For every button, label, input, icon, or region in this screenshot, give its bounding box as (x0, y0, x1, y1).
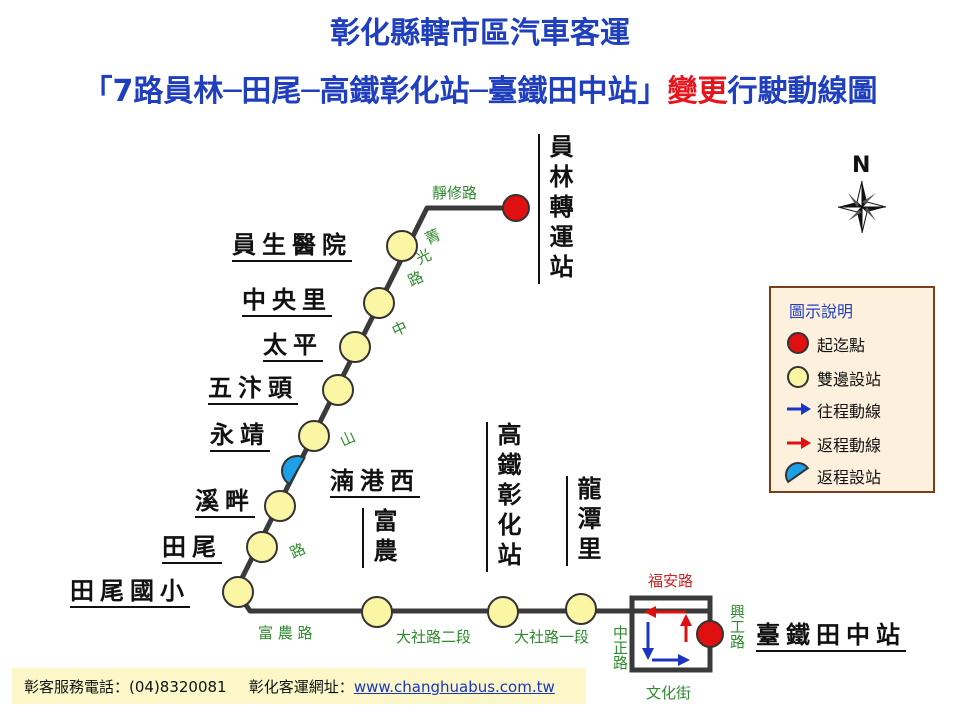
legend-item-return: 返程動線 (783, 430, 933, 458)
road-label-dashe-1: 大社路一段 (514, 628, 590, 646)
terminal-tianzhong-dot (696, 620, 724, 648)
red-arrow-icon (787, 437, 811, 449)
footer-info-bar: 彰客服務電話：(04)8320081 彰化客運網址：www.changhuabu… (12, 668, 586, 704)
yellow-dot-icon (787, 366, 809, 388)
compass-rose-icon (837, 180, 887, 234)
outbound-route-arrows (642, 622, 690, 666)
stop-dot-yuansheng-hospital (386, 230, 418, 262)
stop-label-liugang-west: 湳港西 (330, 466, 420, 498)
stop-dot-tianwei-elementary (222, 576, 254, 608)
route-line (233, 205, 710, 614)
stop-dot-funong (361, 596, 393, 628)
stop-dot-longtan-li (565, 593, 597, 625)
stop-label-yongjing: 永靖 (210, 420, 270, 452)
stop-label-longtan-li: 龍潭里 (566, 476, 602, 566)
title-line-1: 彰化縣轄市區汽車客運 (330, 16, 630, 51)
stop-label-taiping: 太平 (263, 330, 323, 362)
terminal-yuanlin-dot (502, 194, 530, 222)
legend-item-return-stop: 返程設站 (783, 462, 933, 490)
title-highlight: 變更 (667, 74, 728, 109)
stop-label-zhongyang-li: 中央里 (242, 285, 332, 317)
stop-dot-hsr-changhua (487, 596, 519, 628)
stop-dot-zhongyang-li (363, 287, 395, 319)
stop-dot-yongjing (298, 420, 330, 452)
blue-arrow-icon (787, 403, 811, 415)
title-line-2-suffix: 行駛動線圖 (727, 74, 878, 109)
stop-label-tianzhong-station: 臺鐵田中站 (756, 620, 906, 652)
legend-item-terminal: 起迄點 (783, 330, 933, 358)
red-dot-icon (787, 332, 809, 354)
title-line-2-prefix: 「7路員林─田尾─高鐵彰化站─臺鐵田中站」 (82, 74, 668, 109)
road-label-jingxiu: 靜修路 (432, 184, 478, 202)
stop-label-xipan: 溪畔 (195, 486, 255, 518)
stop-label-hsr-changhua: 高鐵彰化站 (486, 422, 522, 572)
map-legend: 圖示說明 起迄點 雙邊設站 往程動線 返程動線 返程設站 (769, 286, 935, 493)
road-label-funong: 富 農 路 (258, 624, 313, 642)
footer-site-label: 彰化客運網址： (248, 678, 354, 696)
stop-dot-tianwei (246, 531, 278, 563)
footer-phone: 彰客服務電話：(04)8320081 (24, 678, 227, 696)
stop-dot-taiping (339, 331, 371, 363)
north-label: N (852, 153, 871, 178)
stop-dot-wumutou (322, 374, 354, 406)
return-route-arrows (644, 606, 692, 642)
legend-item-outbound: 往程動線 (783, 396, 933, 424)
blue-half-dot-icon (785, 462, 810, 484)
stop-dot-xipan (264, 490, 296, 522)
title-line-2: 「7路員林─田尾─高鐵彰化站─臺鐵田中站」變更行駛動線圖 (0, 66, 960, 110)
footer-site-link[interactable]: www.changhuabus.com.tw (353, 678, 555, 696)
legend-title: 圖示說明 (789, 302, 854, 321)
legend-item-two-way-stop: 雙邊設站 (783, 364, 933, 392)
road-label-fuan: 福安路 (648, 572, 694, 590)
stop-label-tianwei-elementary: 田尾國小 (70, 576, 190, 608)
road-label-dashe-2: 大社路二段 (396, 628, 472, 646)
stop-label-tianwei: 田尾 (162, 532, 222, 564)
stop-label-yuansheng-hospital: 員生醫院 (232, 230, 352, 262)
stop-label-yuanlin-station: 員林轉運站 (538, 134, 574, 284)
road-label-xinggong: 興工路 (728, 604, 746, 649)
road-label-wenhua: 文化街 (646, 684, 692, 702)
stop-label-wumutou: 五汴頭 (208, 373, 298, 405)
stop-dot-liugang-west (281, 455, 306, 486)
stop-label-funong: 富農 (362, 508, 398, 568)
road-label-zhongzheng: 中正路 (611, 625, 629, 670)
